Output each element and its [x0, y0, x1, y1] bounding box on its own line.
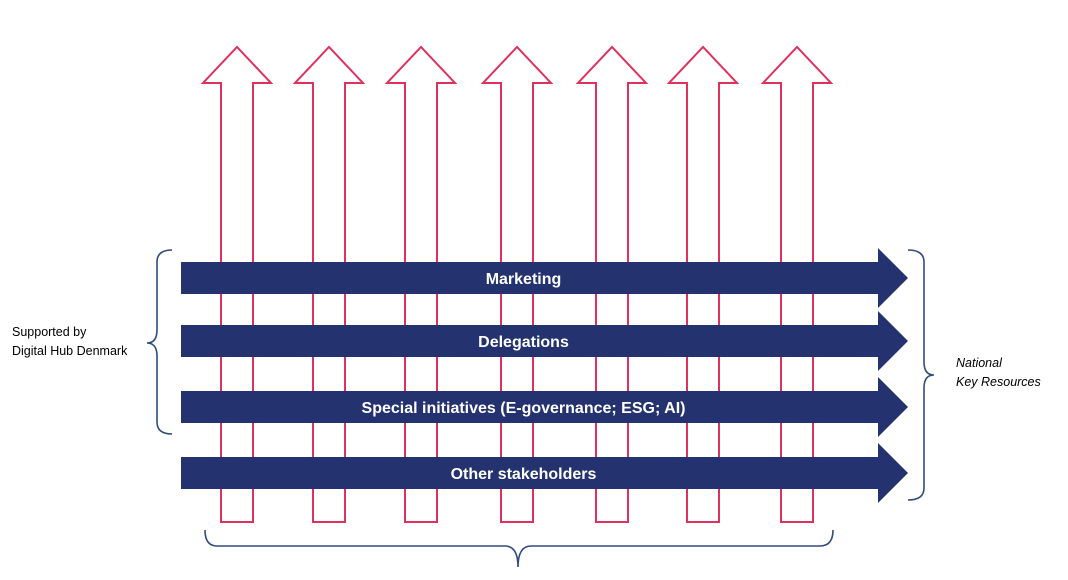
horizontal-arrow-shape: [181, 377, 908, 437]
right-curly-bracket: [907, 249, 935, 501]
horizontal-arrow-shape: [181, 248, 908, 308]
horizontal-arrow-label: Delegations: [478, 334, 569, 351]
vertical-arrow-3: [384, 45, 458, 523]
supported-by-line-2: Digital Hub Denmark: [12, 344, 128, 358]
horizontal-arrow-label: Other stakeholders: [451, 466, 597, 483]
horizontal-arrow-marketing: Marketing: [181, 248, 908, 308]
national-key-resources-label: National Key Resources: [956, 354, 1041, 392]
horizontal-arrow-shape: [181, 443, 908, 503]
horizontal-arrow-label: Special initiatives (E-governance; ESG; …: [362, 400, 686, 417]
supported-by-label: Supported by Digital Hub Denmark: [12, 323, 127, 361]
vertical-arrow-7: [760, 45, 834, 523]
vertical-arrow-5: [575, 45, 649, 523]
horizontal-arrow-delegations: Delegations: [181, 311, 908, 371]
horizontal-arrow-label: Marketing: [486, 271, 562, 288]
bottom-curly-bracket: [204, 529, 834, 568]
vertical-arrow-4: [480, 45, 554, 523]
horizontal-arrow-other: Other stakeholders: [181, 443, 908, 503]
left-curly-bracket: [146, 249, 173, 435]
horizontal-arrow-shape: [181, 311, 908, 371]
vertical-arrow-1: [200, 45, 274, 523]
national-key-resources-line-1: National: [956, 356, 1002, 370]
vertical-arrow-6: [666, 45, 740, 523]
national-key-resources-line-2: Key Resources: [956, 375, 1041, 389]
horizontal-arrow-special: Special initiatives (E-governance; ESG; …: [181, 377, 908, 437]
vertical-arrow-2: [292, 45, 366, 523]
vertical-arrows-group: [200, 45, 834, 523]
supported-by-line-1: Supported by: [12, 325, 87, 339]
